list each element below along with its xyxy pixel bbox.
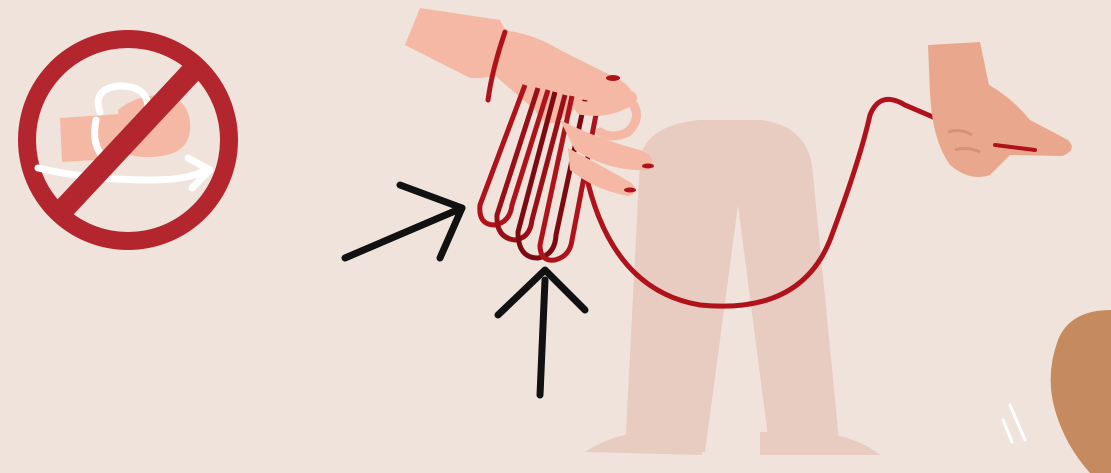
prohibition-icon <box>18 30 238 250</box>
holding-hand-icon <box>928 42 1072 177</box>
folded-leash-hand-icon <box>405 8 654 260</box>
arrow-bottom <box>540 280 545 395</box>
dog-tail-icon <box>1003 310 1111 473</box>
person-legs-silhouette <box>585 120 880 455</box>
pointer-arrow-icon <box>345 185 585 395</box>
